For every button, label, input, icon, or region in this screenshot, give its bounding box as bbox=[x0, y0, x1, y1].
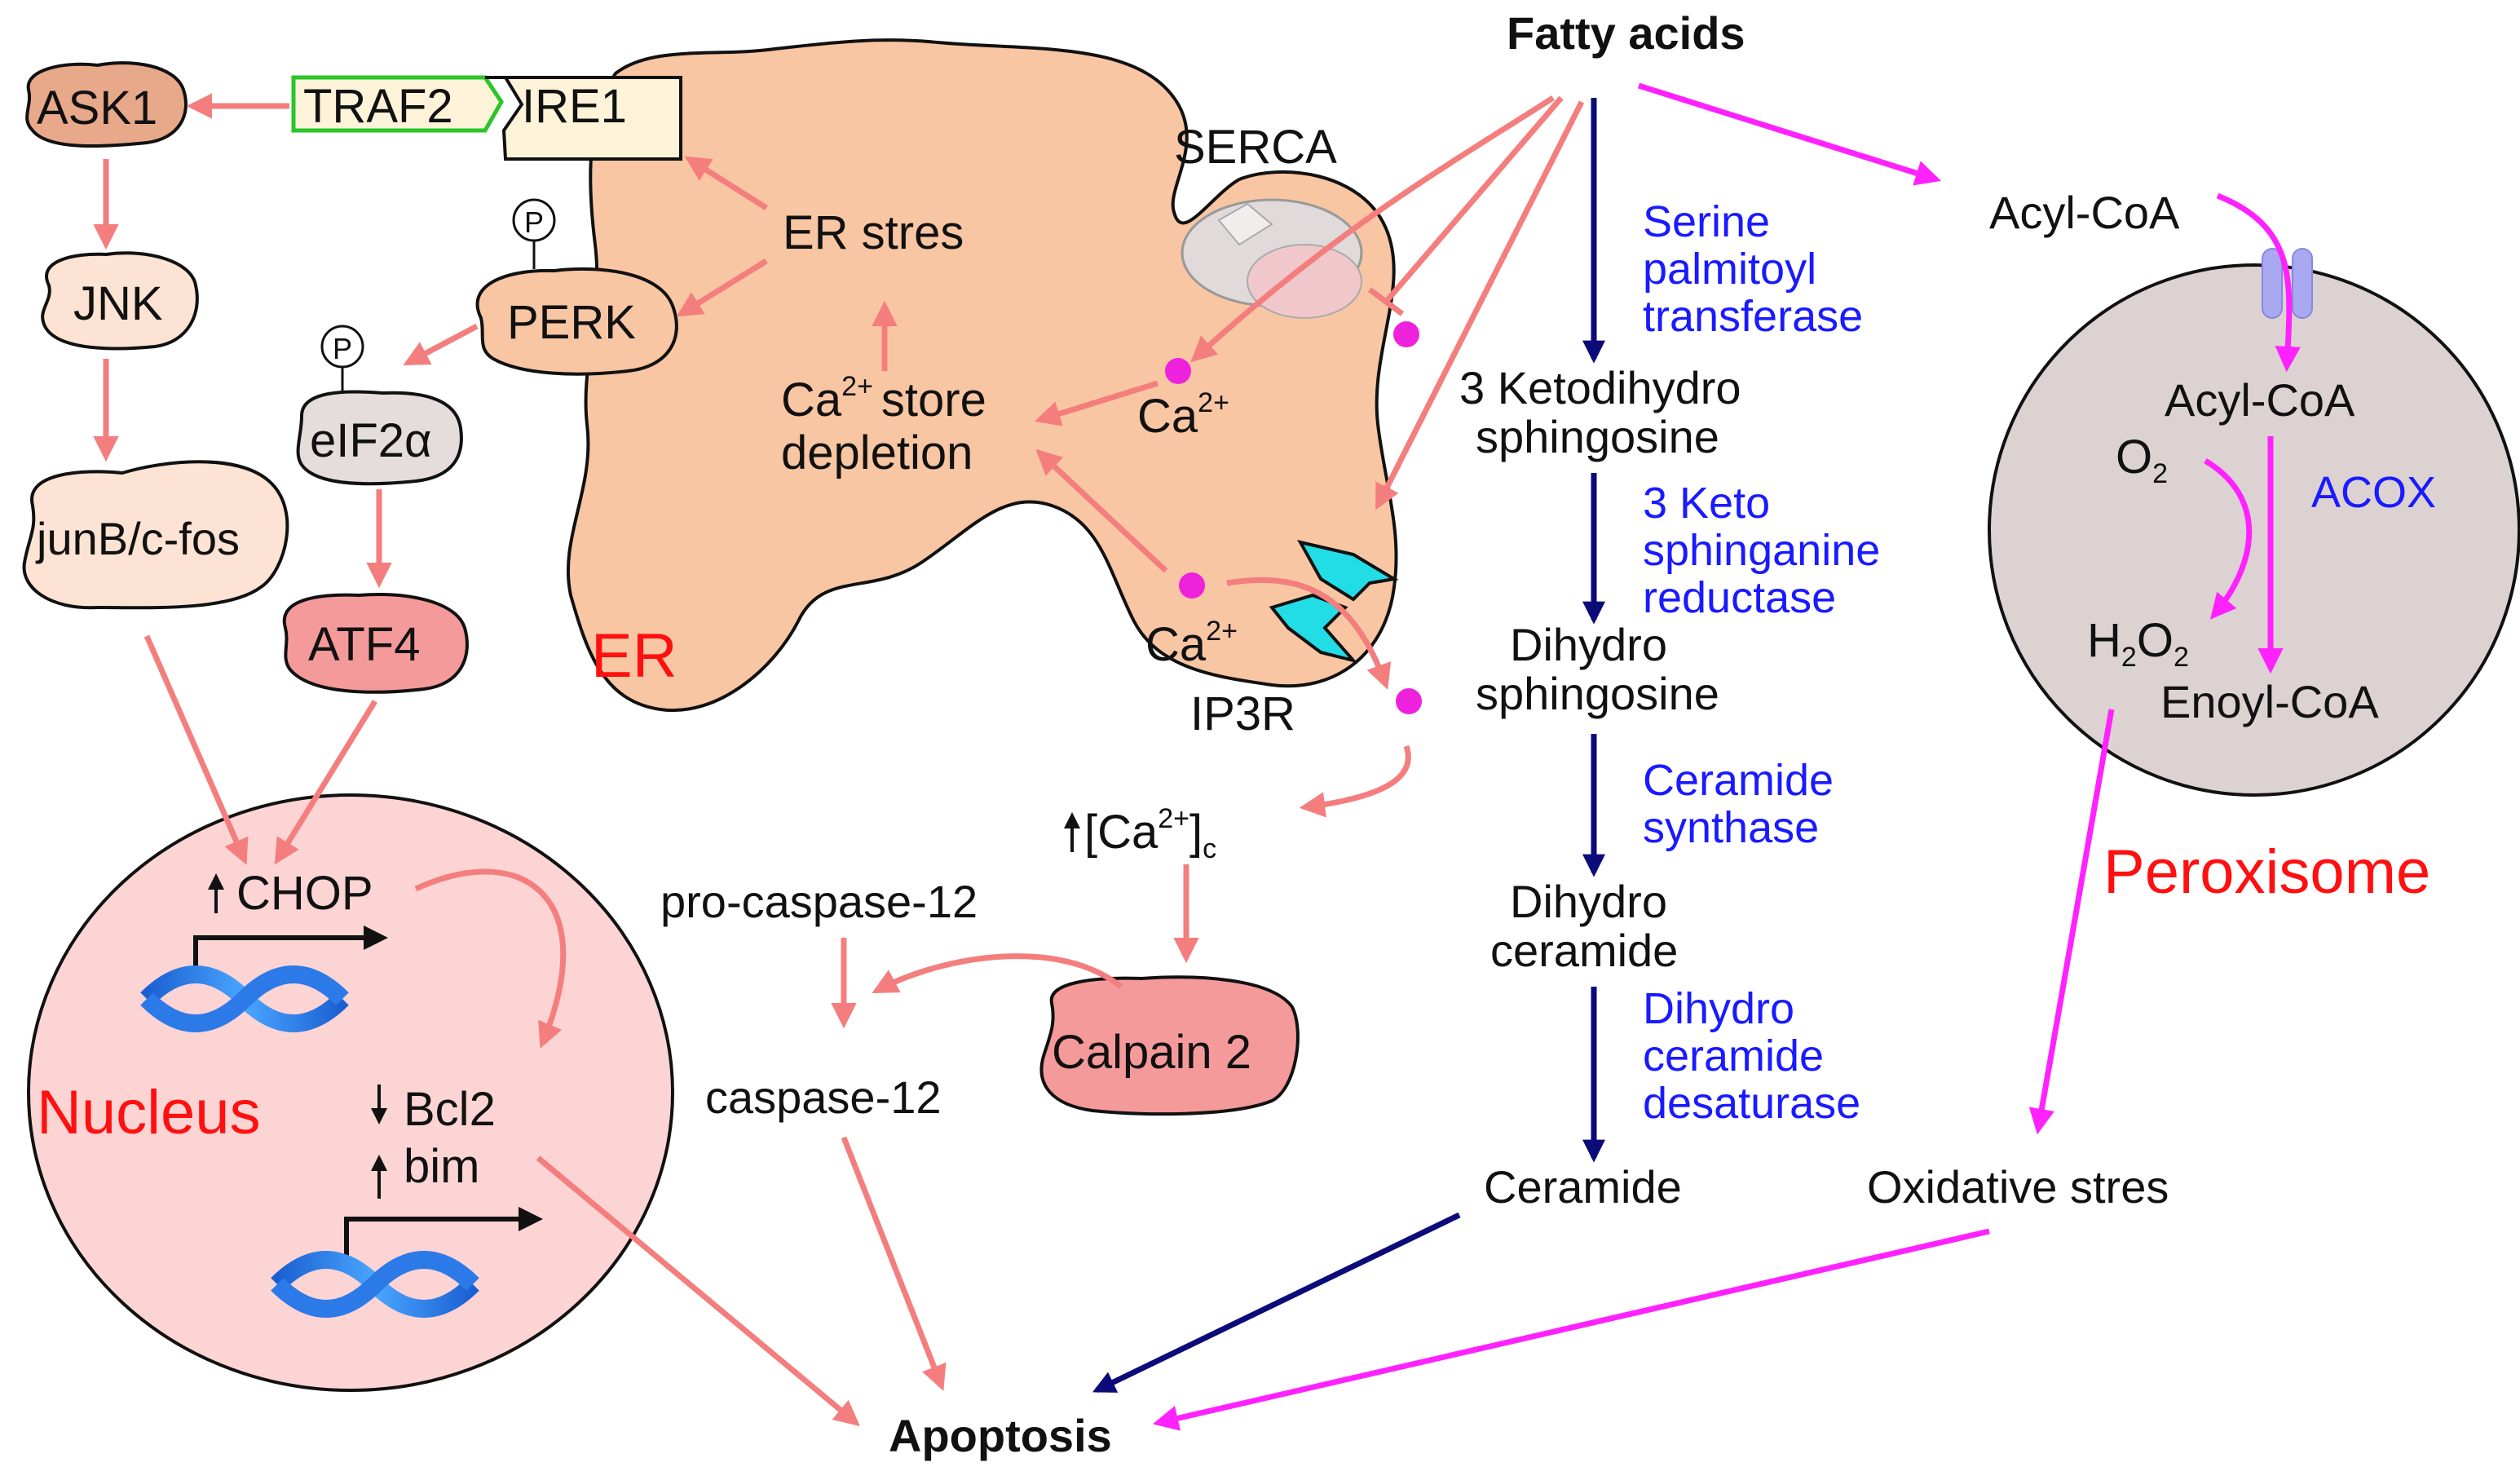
calpain-shape bbox=[1039, 975, 1300, 1116]
nucleus-label: Nucleus bbox=[37, 1078, 261, 1147]
svg-text:ceramide: ceramide bbox=[1643, 1032, 1824, 1080]
dna-helix-icon bbox=[140, 965, 349, 1032]
ca-dot-ip3r-out bbox=[1396, 688, 1422, 714]
bcl2-label: Bcl2 bbox=[404, 1083, 496, 1136]
o2-label: O2 bbox=[2116, 431, 2168, 489]
svg-text:palmitoyl: palmitoyl bbox=[1643, 245, 1816, 294]
perk-label: PERK bbox=[507, 296, 636, 349]
ire1-box bbox=[485, 76, 682, 161]
acox-label: ACOX bbox=[2311, 468, 2436, 517]
chop-promoter-arrow bbox=[193, 926, 388, 979]
enzyme-serine-palmitoyl-transferase: Serine palmitoyl transferase bbox=[1643, 197, 1863, 341]
ca-dot-serca-out bbox=[1393, 321, 1419, 347]
atf4-label: ATF4 bbox=[308, 618, 421, 671]
ip3r-channel-icon bbox=[1269, 540, 1399, 664]
serca-label: SERCA bbox=[1174, 121, 1337, 174]
ask1-label: ASK1 bbox=[37, 82, 157, 135]
enzyme-keto-sphinganine-reductase: 3 Keto sphinganine reductase bbox=[1643, 479, 1880, 622]
svg-text:Dihydro: Dihydro bbox=[1643, 984, 1794, 1033]
salmon-arrows bbox=[93, 93, 1585, 1427]
svg-text:sphinganine: sphinganine bbox=[1643, 526, 1880, 575]
eif2a-label: eIF2α bbox=[310, 414, 432, 467]
transporter-icon bbox=[2262, 248, 2313, 319]
ca-dot-serca-in bbox=[1165, 358, 1191, 384]
cyto-ca-label: [Ca2+]c bbox=[1084, 803, 1216, 864]
jnk-shape bbox=[41, 251, 199, 351]
svg-text:transferase: transferase bbox=[1643, 292, 1863, 341]
enzyme-dihydroceramide-desaturase: Dihydro ceramide desaturase bbox=[1643, 984, 1860, 1128]
bim-promoter-arrow bbox=[344, 1207, 543, 1260]
enoyl-coa-label: Enoyl-CoA bbox=[2160, 676, 2379, 727]
apoptosis-title: Apoptosis bbox=[889, 1410, 1112, 1461]
eif2a-phospho-label: P bbox=[333, 332, 352, 365]
ip3r-label: IP3R bbox=[1190, 687, 1295, 740]
caspase-label: caspase-12 bbox=[705, 1071, 942, 1123]
store-depletion-label: depletion bbox=[781, 426, 973, 479]
svg-text:synthase: synthase bbox=[1643, 803, 1819, 852]
svg-text:Ceramide: Ceramide bbox=[1643, 756, 1834, 805]
perk-phospho-label: P bbox=[524, 205, 544, 239]
junb-shape bbox=[22, 460, 289, 610]
eif2a-shape bbox=[296, 390, 463, 486]
traf2-label: TRAF2 bbox=[303, 80, 453, 133]
ca-label-upper: Ca2+ bbox=[1137, 387, 1229, 443]
dihydroceramide-line2: ceramide bbox=[1490, 925, 1678, 976]
er-membrane bbox=[566, 38, 1398, 713]
ceramide-label: Ceramide bbox=[1484, 1161, 1682, 1213]
junb-label: junB/c-fos bbox=[35, 513, 240, 564]
ire1-label: IRE1 bbox=[522, 80, 627, 133]
jnk-label: JNK bbox=[73, 277, 163, 330]
ketodihydrosphingosine-line2: sphingosine bbox=[1476, 411, 1719, 462]
chop-label: CHOP bbox=[236, 867, 373, 920]
ca-label-lower: Ca2+ bbox=[1145, 616, 1238, 671]
ketodihydrosphingosine-line1: 3 Ketodihydro bbox=[1459, 362, 1741, 413]
svg-text:desaturase: desaturase bbox=[1643, 1079, 1860, 1128]
dihydrosphingosine-line1: Dihydro bbox=[1510, 619, 1667, 670]
acyl-coa-inside: Acyl-CoA bbox=[2165, 374, 2355, 426]
oxidative-stress-label: Oxidative stres bbox=[1867, 1161, 2169, 1213]
acyl-coa-outside: Acyl-CoA bbox=[1989, 187, 2180, 238]
peroxisome-membrane bbox=[1988, 263, 2520, 797]
er-stress-label: ER stres bbox=[783, 206, 964, 259]
svg-text:reductase: reductase bbox=[1643, 573, 1836, 622]
ask1-shape bbox=[25, 61, 188, 148]
dihydrosphingosine-line2: sphingosine bbox=[1476, 668, 1719, 719]
fatty-acids-title: Fatty acids bbox=[1507, 7, 1745, 59]
serca-pump-icon bbox=[1181, 198, 1363, 319]
enzyme-ceramide-synthase: Ceramide synthase bbox=[1643, 756, 1834, 852]
bim-label: bim bbox=[404, 1140, 479, 1193]
traf2-box bbox=[291, 75, 504, 133]
sphingolipid-arrows bbox=[1092, 98, 1605, 1394]
svg-text:Serine: Serine bbox=[1643, 197, 1770, 246]
h2o2-label: H2O2 bbox=[2087, 614, 2189, 673]
magenta-arrows bbox=[1152, 82, 2301, 1431]
ca-dot-ip3r-in bbox=[1179, 572, 1205, 599]
perk-shape bbox=[475, 267, 678, 376]
atf4-shape bbox=[282, 592, 469, 694]
procaspase-label: pro-caspase-12 bbox=[660, 876, 978, 927]
er-label: ER bbox=[591, 621, 677, 691]
calpain-label: Calpain 2 bbox=[1052, 1026, 1251, 1079]
peroxisome-label: Peroxisome bbox=[2103, 837, 2430, 907]
dihydroceramide-line1: Dihydro bbox=[1510, 876, 1667, 927]
nucleus-membrane bbox=[27, 793, 674, 1392]
dna-helix-icon bbox=[271, 1251, 479, 1318]
svg-text:3 Keto: 3 Keto bbox=[1643, 479, 1770, 528]
store-depletion-ca: Ca2+store bbox=[781, 371, 986, 426]
